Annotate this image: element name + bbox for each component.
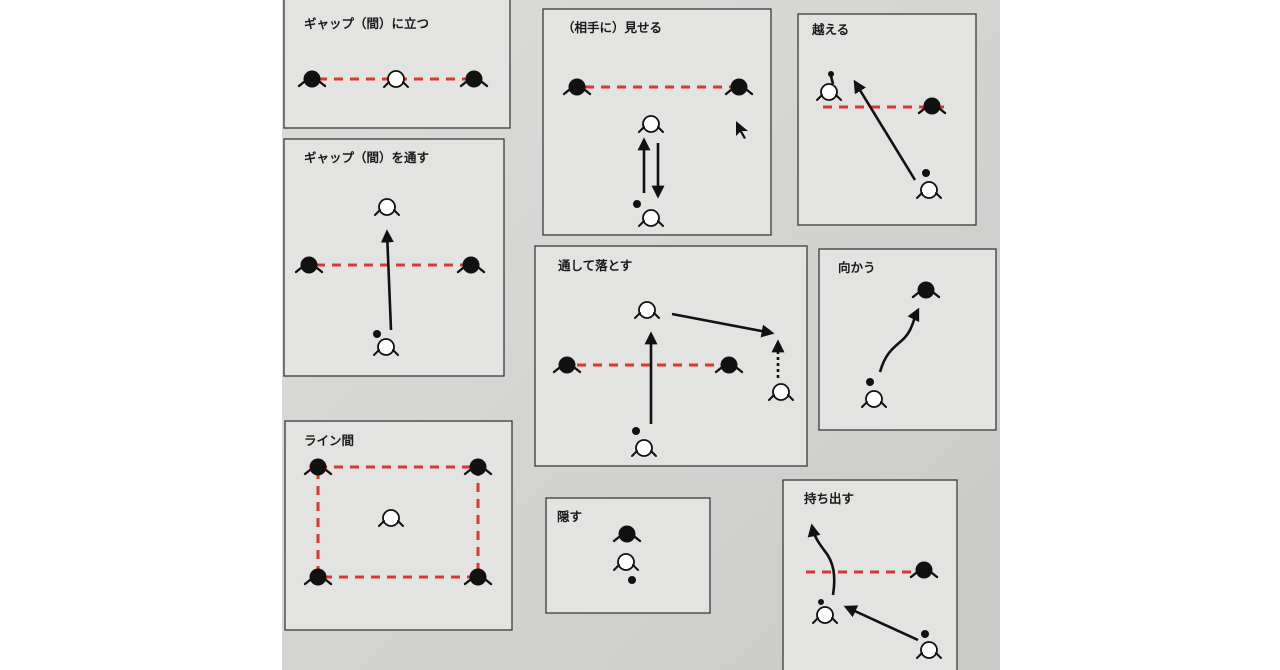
ball bbox=[866, 378, 874, 386]
panel-title: 持ち出す bbox=[804, 491, 854, 506]
panel-title: ギャップ（間）を通す bbox=[304, 150, 429, 165]
panel-carry-out: 持ち出す bbox=[782, 479, 958, 670]
panel-pass-and-drop: 通して落とす bbox=[534, 245, 808, 467]
pass-arrow bbox=[853, 79, 917, 181]
panel-approach: 向かう bbox=[818, 248, 997, 431]
dribble-arrow bbox=[807, 523, 836, 596]
panel-frame bbox=[818, 248, 997, 431]
ball bbox=[818, 599, 824, 605]
lay-off-arrow bbox=[671, 312, 775, 338]
panel-frame bbox=[283, 0, 511, 129]
panel-hide: 隠す bbox=[545, 497, 711, 614]
panel-between-lines: ライン間 bbox=[284, 420, 513, 631]
line-box bbox=[316, 465, 480, 579]
ball bbox=[921, 630, 929, 638]
ball bbox=[922, 169, 930, 177]
ball bbox=[828, 71, 834, 77]
panel-title: 隠す bbox=[557, 509, 582, 524]
panel-title: 越える bbox=[811, 22, 849, 37]
panel-frame bbox=[534, 245, 808, 467]
pass-arrow bbox=[380, 229, 394, 331]
panel-cross-over: 越える bbox=[797, 13, 977, 226]
cursor-icon bbox=[736, 121, 748, 139]
panel-title: （相手に）見せる bbox=[562, 20, 662, 35]
panel-gap-stand: ギャップ（間）に立つ bbox=[283, 0, 511, 129]
run-arrow bbox=[829, 75, 835, 85]
pass-arrow bbox=[843, 605, 919, 642]
ball bbox=[628, 576, 636, 584]
panel-title: ライン間 bbox=[304, 433, 354, 448]
ball bbox=[632, 427, 640, 435]
panel-title: 向かう bbox=[838, 260, 876, 275]
panel-title: 通して落とす bbox=[558, 258, 632, 273]
panel-frame bbox=[284, 420, 513, 631]
panel-gap-pass: ギャップ（間）を通す bbox=[283, 138, 505, 377]
panel-title: ギャップ（間）に立つ bbox=[304, 16, 429, 31]
ball bbox=[633, 200, 641, 208]
panel-show: （相手に）見せる bbox=[542, 8, 772, 236]
ball bbox=[373, 330, 381, 338]
panel-frame bbox=[797, 13, 977, 226]
dribble-arrow bbox=[878, 307, 920, 373]
